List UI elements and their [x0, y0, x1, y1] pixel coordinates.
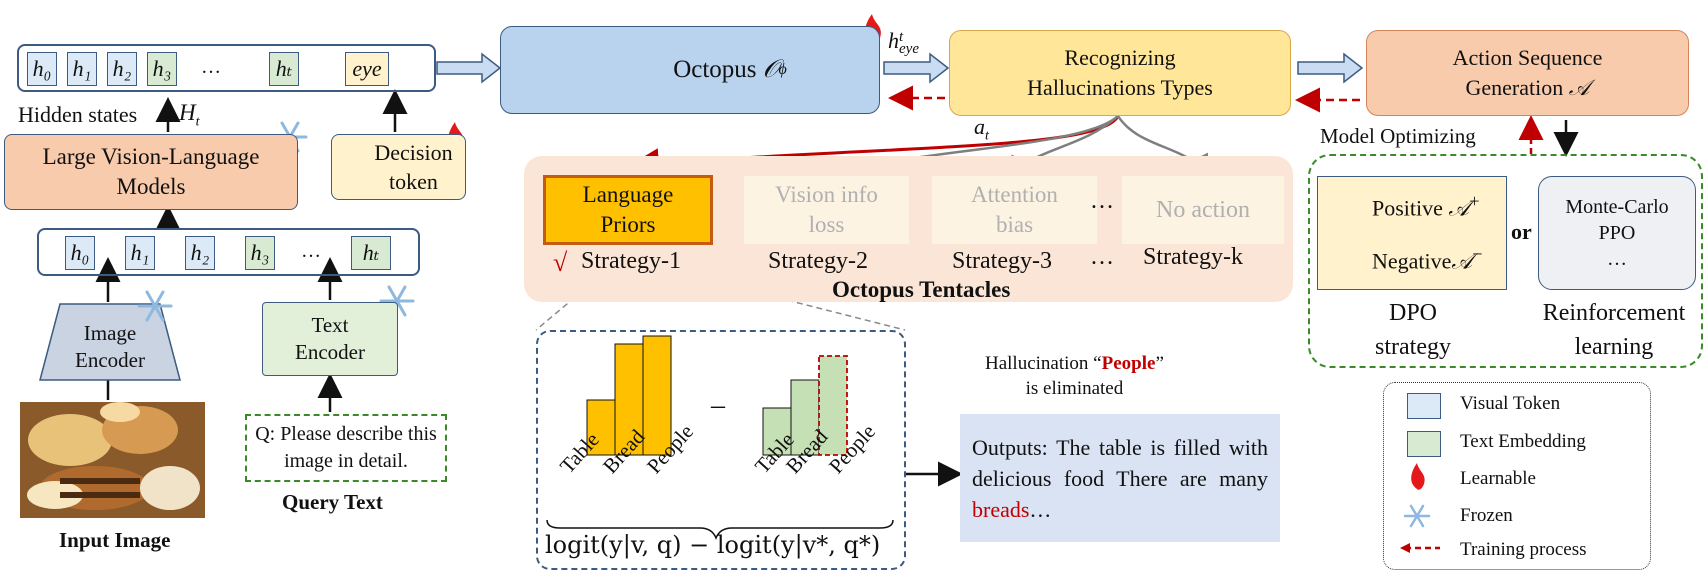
strategy-k-label: Strategy-k	[1143, 244, 1243, 270]
bar-people-2	[818, 355, 848, 456]
positive-label: Positive 𝒜+	[1372, 191, 1480, 221]
token-h3: h₃	[245, 236, 275, 270]
tokens-to-octopus-arrow	[436, 52, 502, 84]
negative-label: Negative𝒜−	[1372, 244, 1483, 274]
token-h3: h₃	[147, 52, 177, 86]
hidden-states-symbol: Ht	[179, 100, 200, 130]
tentacles-title: Octopus Tentacles	[832, 277, 1011, 302]
token-h1: h₁	[67, 52, 97, 86]
image-encoder-label: Image Encoder	[75, 321, 145, 372]
token-h2: h₂	[107, 52, 137, 86]
a-t-label: at	[974, 114, 989, 144]
token-h0: h₀	[27, 52, 57, 86]
formula-brace	[546, 519, 894, 541]
or-label: or	[1511, 219, 1532, 244]
legend-label-frozen: Frozen	[1460, 505, 1513, 526]
bar-table-2	[762, 407, 792, 456]
token-h0: h₀	[65, 236, 95, 270]
bar-people-1	[642, 335, 672, 456]
contrast-formula: logit(y|v, q) − logit(y|v*, q*)	[545, 531, 881, 559]
hallucination-note: Hallucination “People” is eliminated	[985, 353, 1164, 399]
decision-token-box: Decision token	[331, 134, 466, 200]
food-photo	[20, 402, 205, 518]
octopus-to-recognize-arrow	[883, 52, 950, 84]
lvlm-box: Large Vision-Language Models	[4, 134, 298, 210]
minus-sign: –	[711, 390, 725, 421]
token-h1: h₁	[125, 236, 155, 270]
legend-label-text: Text Embedding	[1460, 431, 1586, 452]
token-ht: hₜ	[351, 236, 391, 270]
snowflake-icon	[1403, 504, 1431, 528]
strategy-2-label: Strategy-2	[768, 248, 868, 274]
bar-chart-right	[762, 355, 848, 456]
outputs-box: Outputs: The table is filled with delici…	[960, 414, 1280, 542]
query-text-box: Q: Please describe this image in detail.	[245, 414, 447, 482]
recognize-to-action-arrow	[1297, 52, 1364, 84]
legend-swatch-text	[1407, 431, 1441, 457]
strategy-3-label: Strategy-3	[952, 248, 1052, 274]
token-h2: h₂	[185, 236, 215, 270]
check-mark: √	[553, 248, 568, 277]
hidden-states-label: Hidden states	[18, 102, 138, 127]
tentacle-ellipsis: …	[1090, 188, 1114, 214]
strategy-ellipsis: …	[1090, 244, 1114, 270]
hidden-token-row: h₀ h₁ h₂ h₃ … hₜ eye	[17, 44, 436, 92]
legend-swatch-visual	[1407, 393, 1441, 419]
strategy-k-box[interactable]: No action	[1122, 176, 1284, 244]
legend-label-visual: Visual Token	[1460, 393, 1561, 414]
dpo-box: Positive 𝒜+ Negative𝒜−	[1317, 176, 1507, 290]
input-image-caption: Input Image	[59, 528, 171, 552]
token-ellipsis: …	[201, 56, 221, 78]
flame-icon	[1411, 463, 1425, 490]
legend: Visual Token Text Embedding Learnable Fr…	[1383, 382, 1651, 570]
legend-label-learnable: Learnable	[1460, 468, 1536, 489]
legend-label-training: Training process	[1460, 539, 1587, 560]
token-eye: eye	[345, 52, 389, 86]
text-encoder-box: Text Encoder	[262, 302, 398, 376]
token-ellipsis: …	[301, 240, 321, 262]
strategy-1-label: Strategy-1	[581, 248, 681, 274]
optimization-panel	[1308, 154, 1703, 368]
snowflake-icon	[137, 290, 173, 322]
image-encoder-shape	[39, 303, 181, 381]
query-text-caption: Query Text	[282, 490, 383, 514]
bar-bread-2	[790, 379, 820, 456]
token-ht: hₜ	[269, 52, 299, 86]
bar-chart-left	[586, 335, 672, 456]
contrast-panel	[536, 330, 906, 570]
bar-table-1	[586, 399, 616, 456]
embedding-token-row: h₀ h₁ h₂ h₃ … hₜ	[37, 228, 420, 276]
model-optimizing-label: Model Optimizing	[1320, 124, 1476, 148]
action-box: Action Sequence Generation 𝒜	[1366, 30, 1689, 116]
